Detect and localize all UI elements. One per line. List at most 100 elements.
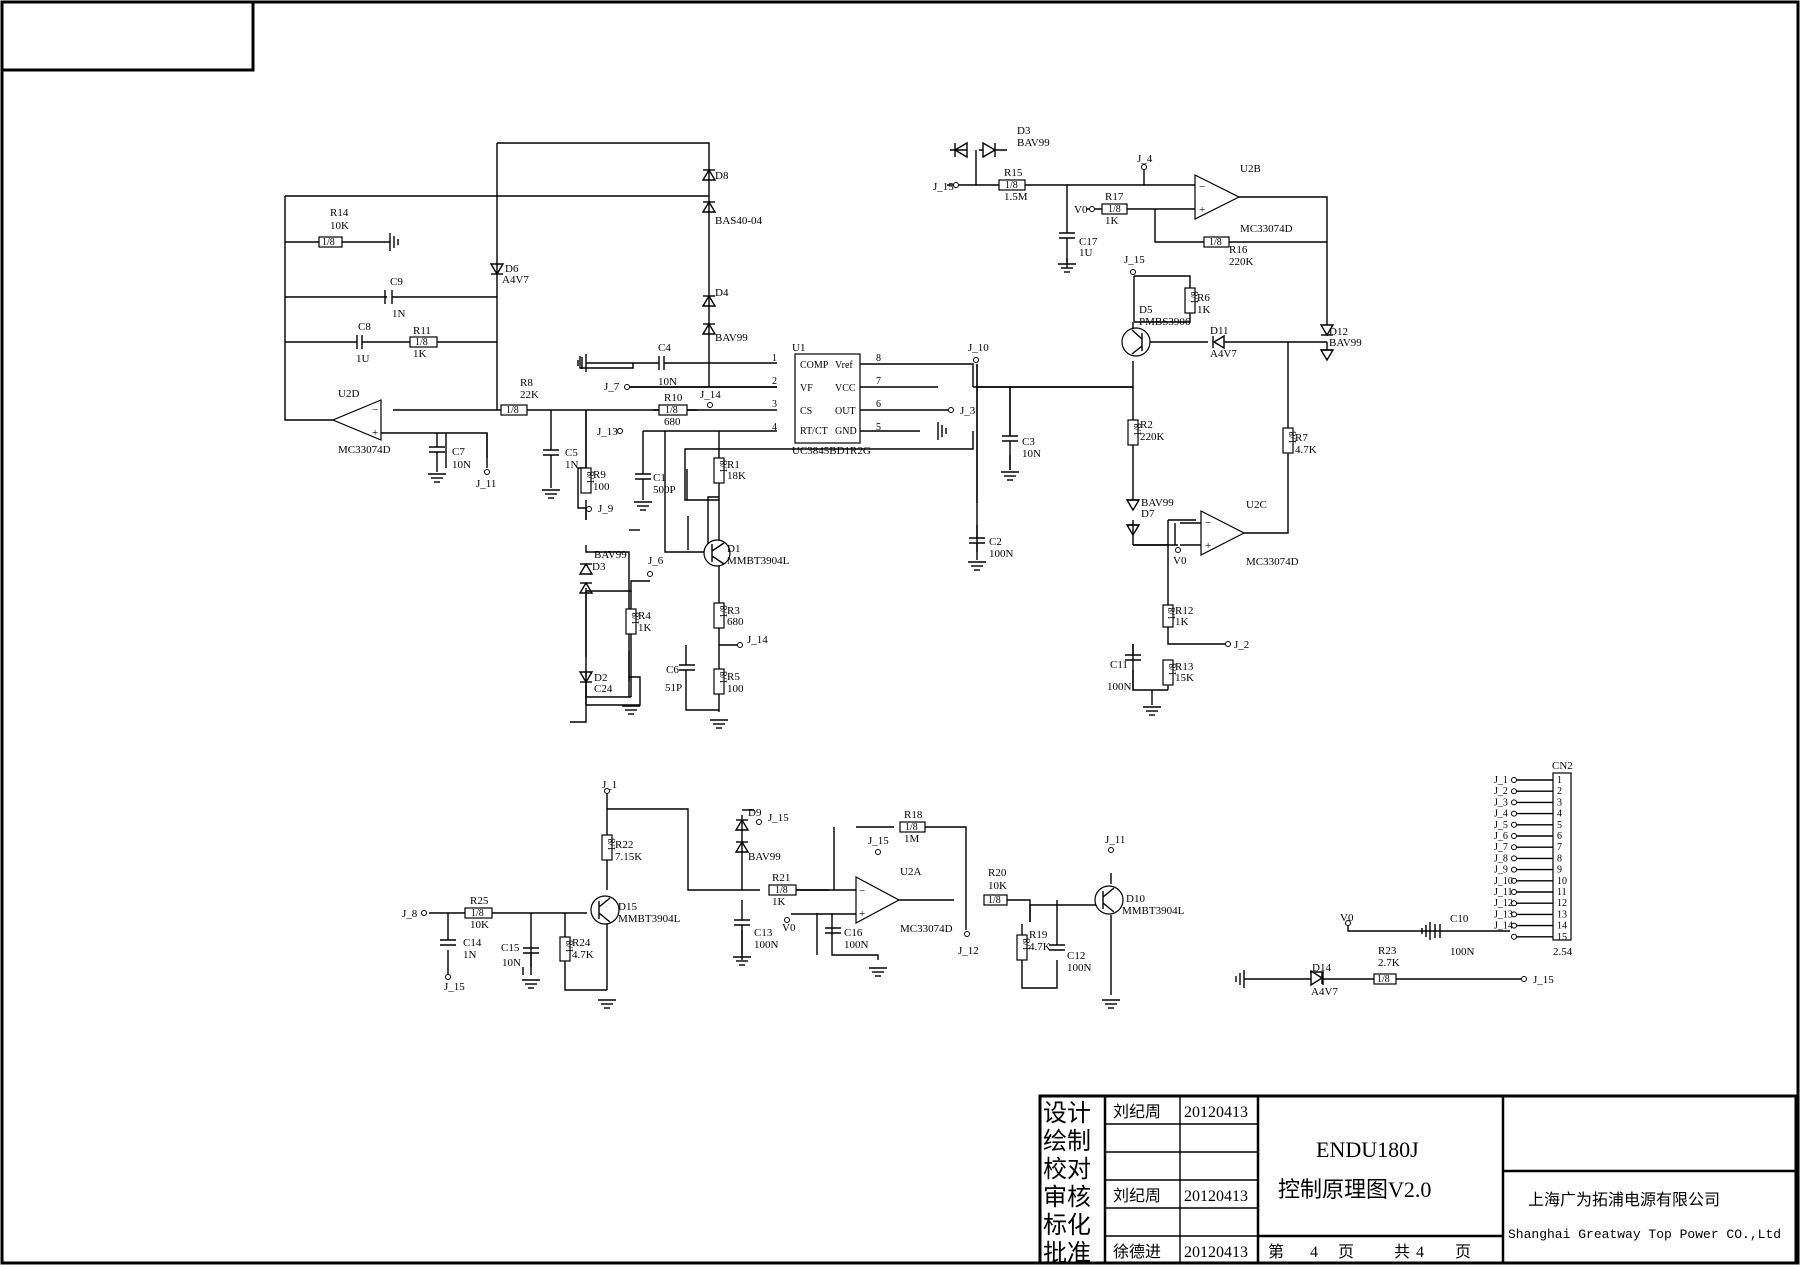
svg-text:C7: C7	[452, 446, 465, 458]
component-r17: 1/8 R17 1K	[1101, 191, 1128, 227]
svg-text:D3: D3	[1017, 125, 1031, 137]
svg-text:R18: R18	[904, 809, 923, 821]
net-label: J_10	[968, 342, 989, 354]
svg-text:C16: C16	[844, 927, 863, 939]
svg-text:BAS40-04: BAS40-04	[715, 215, 763, 227]
wiring-u1-extra	[585, 410, 630, 681]
svg-text:220K: 220K	[1229, 256, 1254, 268]
cn2-pin-number: 5	[1557, 820, 1562, 831]
component-r8: 1/8 R8 22K	[500, 377, 539, 416]
component-c13: C13 100N	[732, 919, 779, 966]
cn2-pin-number: 3	[1557, 797, 1562, 808]
cn2-pin-terminal	[1511, 855, 1517, 862]
svg-text:R4: R4	[638, 610, 651, 622]
cn2-pin-number: 14	[1557, 921, 1567, 932]
connector-cn2: CN2 2.54 1J_12J_23J_34J_45J_56J_67J_78J_…	[1494, 760, 1573, 958]
u1-pin-vref: Vref	[835, 360, 853, 371]
svg-text:100N: 100N	[989, 548, 1014, 560]
svg-text:R13: R13	[1175, 661, 1194, 673]
net-label: J_11	[476, 478, 496, 490]
title-block-role: 绘制	[1043, 1128, 1091, 1155]
svg-text:R24: R24	[572, 937, 591, 949]
svg-text:C3: C3	[1022, 436, 1035, 448]
component-r5: 1/8 R5 100	[709, 668, 744, 729]
cn2-pin-terminal	[1511, 810, 1517, 817]
cn2-net-label: J_2	[1494, 786, 1508, 797]
component-r21: 1/8 R21 1K	[768, 872, 848, 908]
cn2-pin-number: 1	[1557, 775, 1562, 786]
component-r12: 1/8 R12 1K	[1162, 604, 1193, 628]
cn2-pin-number: 11	[1557, 887, 1567, 898]
svg-text:1/8: 1/8	[1377, 974, 1390, 985]
svg-text:1/8: 1/8	[322, 237, 335, 248]
svg-text:BAV99: BAV99	[715, 332, 748, 344]
total-unit: 页	[1455, 1244, 1471, 1261]
svg-text:D9: D9	[748, 807, 762, 819]
svg-text:1/8: 1/8	[988, 895, 1001, 906]
svg-text:100N: 100N	[844, 939, 869, 951]
cn2-pin-number: 9	[1557, 865, 1562, 876]
svg-text:R21: R21	[772, 872, 790, 884]
cn2-pin-terminal	[1511, 933, 1517, 940]
svg-text:1/8: 1/8	[506, 405, 519, 416]
svg-text:680: 680	[664, 416, 681, 428]
net-label: J_15	[868, 835, 889, 847]
u1-num-5: 5	[876, 422, 881, 433]
u1-pin-gnd: GND	[835, 426, 857, 437]
svg-text:MMBT3904L: MMBT3904L	[618, 913, 681, 925]
component-r9: 1/8 R9 100	[580, 467, 610, 494]
net-label: J_15	[933, 181, 954, 193]
title-block-role: 批准	[1043, 1240, 1091, 1265]
title-block-signer: 徐德进	[1113, 1243, 1161, 1261]
svg-text:D11: D11	[1210, 325, 1229, 337]
title-block-role: 审核	[1043, 1184, 1091, 1211]
component-c3: C3 10N	[1000, 387, 1041, 481]
u1-pin-vf: VF	[800, 383, 813, 394]
title-block-signer: 刘纪周	[1113, 1103, 1161, 1121]
svg-text:1/8: 1/8	[586, 471, 597, 484]
net-label: V0	[1074, 204, 1088, 216]
svg-text:10N: 10N	[452, 459, 471, 471]
opamp-u2c: − + U2C MC33074D	[1174, 499, 1299, 568]
corner-box	[0, 0, 255, 72]
svg-text:10K: 10K	[330, 220, 349, 232]
component-r18: 1/8 R18 1M	[899, 809, 926, 845]
net-labels: J_7 J_14 J_13 J_11 J_9 J_6 J_14 J_10 J_3…	[402, 153, 1554, 993]
svg-text:R11: R11	[413, 325, 431, 337]
component-c6: C6 51P	[665, 655, 695, 694]
svg-text:1/8: 1/8	[719, 460, 730, 473]
wiring-u1-section	[284, 142, 1133, 723]
svg-text:R2: R2	[1140, 419, 1153, 431]
component-d7: BAV99 D7	[1125, 497, 1174, 537]
svg-text:4.7K: 4.7K	[1029, 941, 1051, 953]
svg-text:BAV99: BAV99	[1017, 137, 1050, 149]
u1-pin-out: OUT	[835, 406, 856, 417]
svg-text:D14: D14	[1312, 962, 1331, 974]
svg-text:−: −	[372, 404, 378, 416]
net-label: J_7	[604, 381, 620, 393]
cn2-pin-terminal	[1511, 922, 1517, 929]
component-c15: C15 10N	[501, 942, 541, 989]
component-r25: 1/8 R25 10K	[464, 895, 493, 931]
svg-text:D5: D5	[1139, 304, 1153, 316]
svg-text:U2A: U2A	[900, 866, 921, 878]
component-c5: C5 1N	[541, 444, 579, 499]
svg-text:R12: R12	[1175, 605, 1193, 617]
svg-text:1/8: 1/8	[1168, 663, 1179, 676]
opamp-u2a: − + U2A MC33074D	[855, 866, 953, 935]
svg-text:10K: 10K	[988, 880, 1007, 892]
component-d3: BAV99 D3	[578, 549, 627, 594]
svg-text:C6: C6	[666, 664, 679, 676]
component-d8: D8 BAS40-04	[701, 168, 763, 227]
u1-pin-vcc: VCC	[835, 383, 856, 394]
cn2-pin-number: 8	[1557, 853, 1562, 864]
svg-text:R17: R17	[1105, 191, 1124, 203]
cn2-pin-number: 12	[1557, 898, 1567, 909]
svg-text:MC33074D: MC33074D	[1246, 556, 1299, 568]
svg-text:1/8: 1/8	[607, 838, 618, 851]
net-label: J_14	[747, 634, 768, 646]
svg-text:R20: R20	[988, 867, 1007, 879]
drawing-title: 控制原理图V2.0	[1278, 1177, 1431, 1202]
component-d12: D12 BAV99	[1319, 324, 1362, 362]
company-name-cn: 上海广为拓浦电源有限公司	[1528, 1191, 1720, 1209]
